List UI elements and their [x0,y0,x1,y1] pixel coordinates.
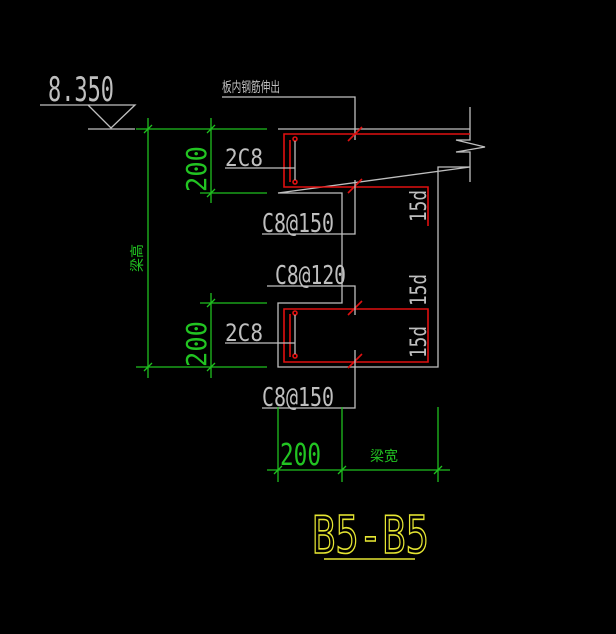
slab-note-leader [222,96,356,140]
dim-bottom-value: 200 [180,321,213,367]
slab-rebar-note: 板内钢筋伸出 [222,79,280,96]
bar-leaders [225,167,295,344]
width-dimension-lines [267,407,450,482]
bar-dot [292,136,298,142]
beam-height-label: 梁高 [129,244,146,272]
rebar [283,126,470,369]
stirrup-leaders [262,180,356,409]
anchor-label: 15d [407,326,432,358]
bar-dot [292,179,298,185]
dim-width-value: 200 [280,438,321,473]
stirrup-lower-label: C8@150 [262,383,334,413]
beam-width-label: 梁宽 [370,448,398,465]
height-dimension-lines [136,118,267,378]
bar-dot [292,353,298,359]
dimension-ticks [143,124,216,372]
elevation-triangle-icon [40,104,137,130]
anchor-label: 15d [407,190,432,222]
dim-top-value: 200 [180,146,213,192]
rebar-ticks [347,126,363,369]
section-title: B5-B5 [312,506,429,566]
top-bars-label: 2C8 [225,144,263,172]
concrete-outline [277,107,486,368]
stirrup-upper-label: C8@150 [262,209,334,239]
bottom-rebar [283,308,429,363]
stirrup-mid-label: C8@120 [275,261,346,291]
top-rebar-outer [283,133,470,226]
anchor-label: 15d [407,274,432,306]
elevation-value: 8.350 [48,70,114,110]
bar-dot [292,310,298,316]
bottom-bars-label: 2C8 [225,319,263,347]
dimensions: 200 200 梁高 200 梁宽 [129,118,450,482]
elevation-marker: 8.350 [40,70,137,130]
